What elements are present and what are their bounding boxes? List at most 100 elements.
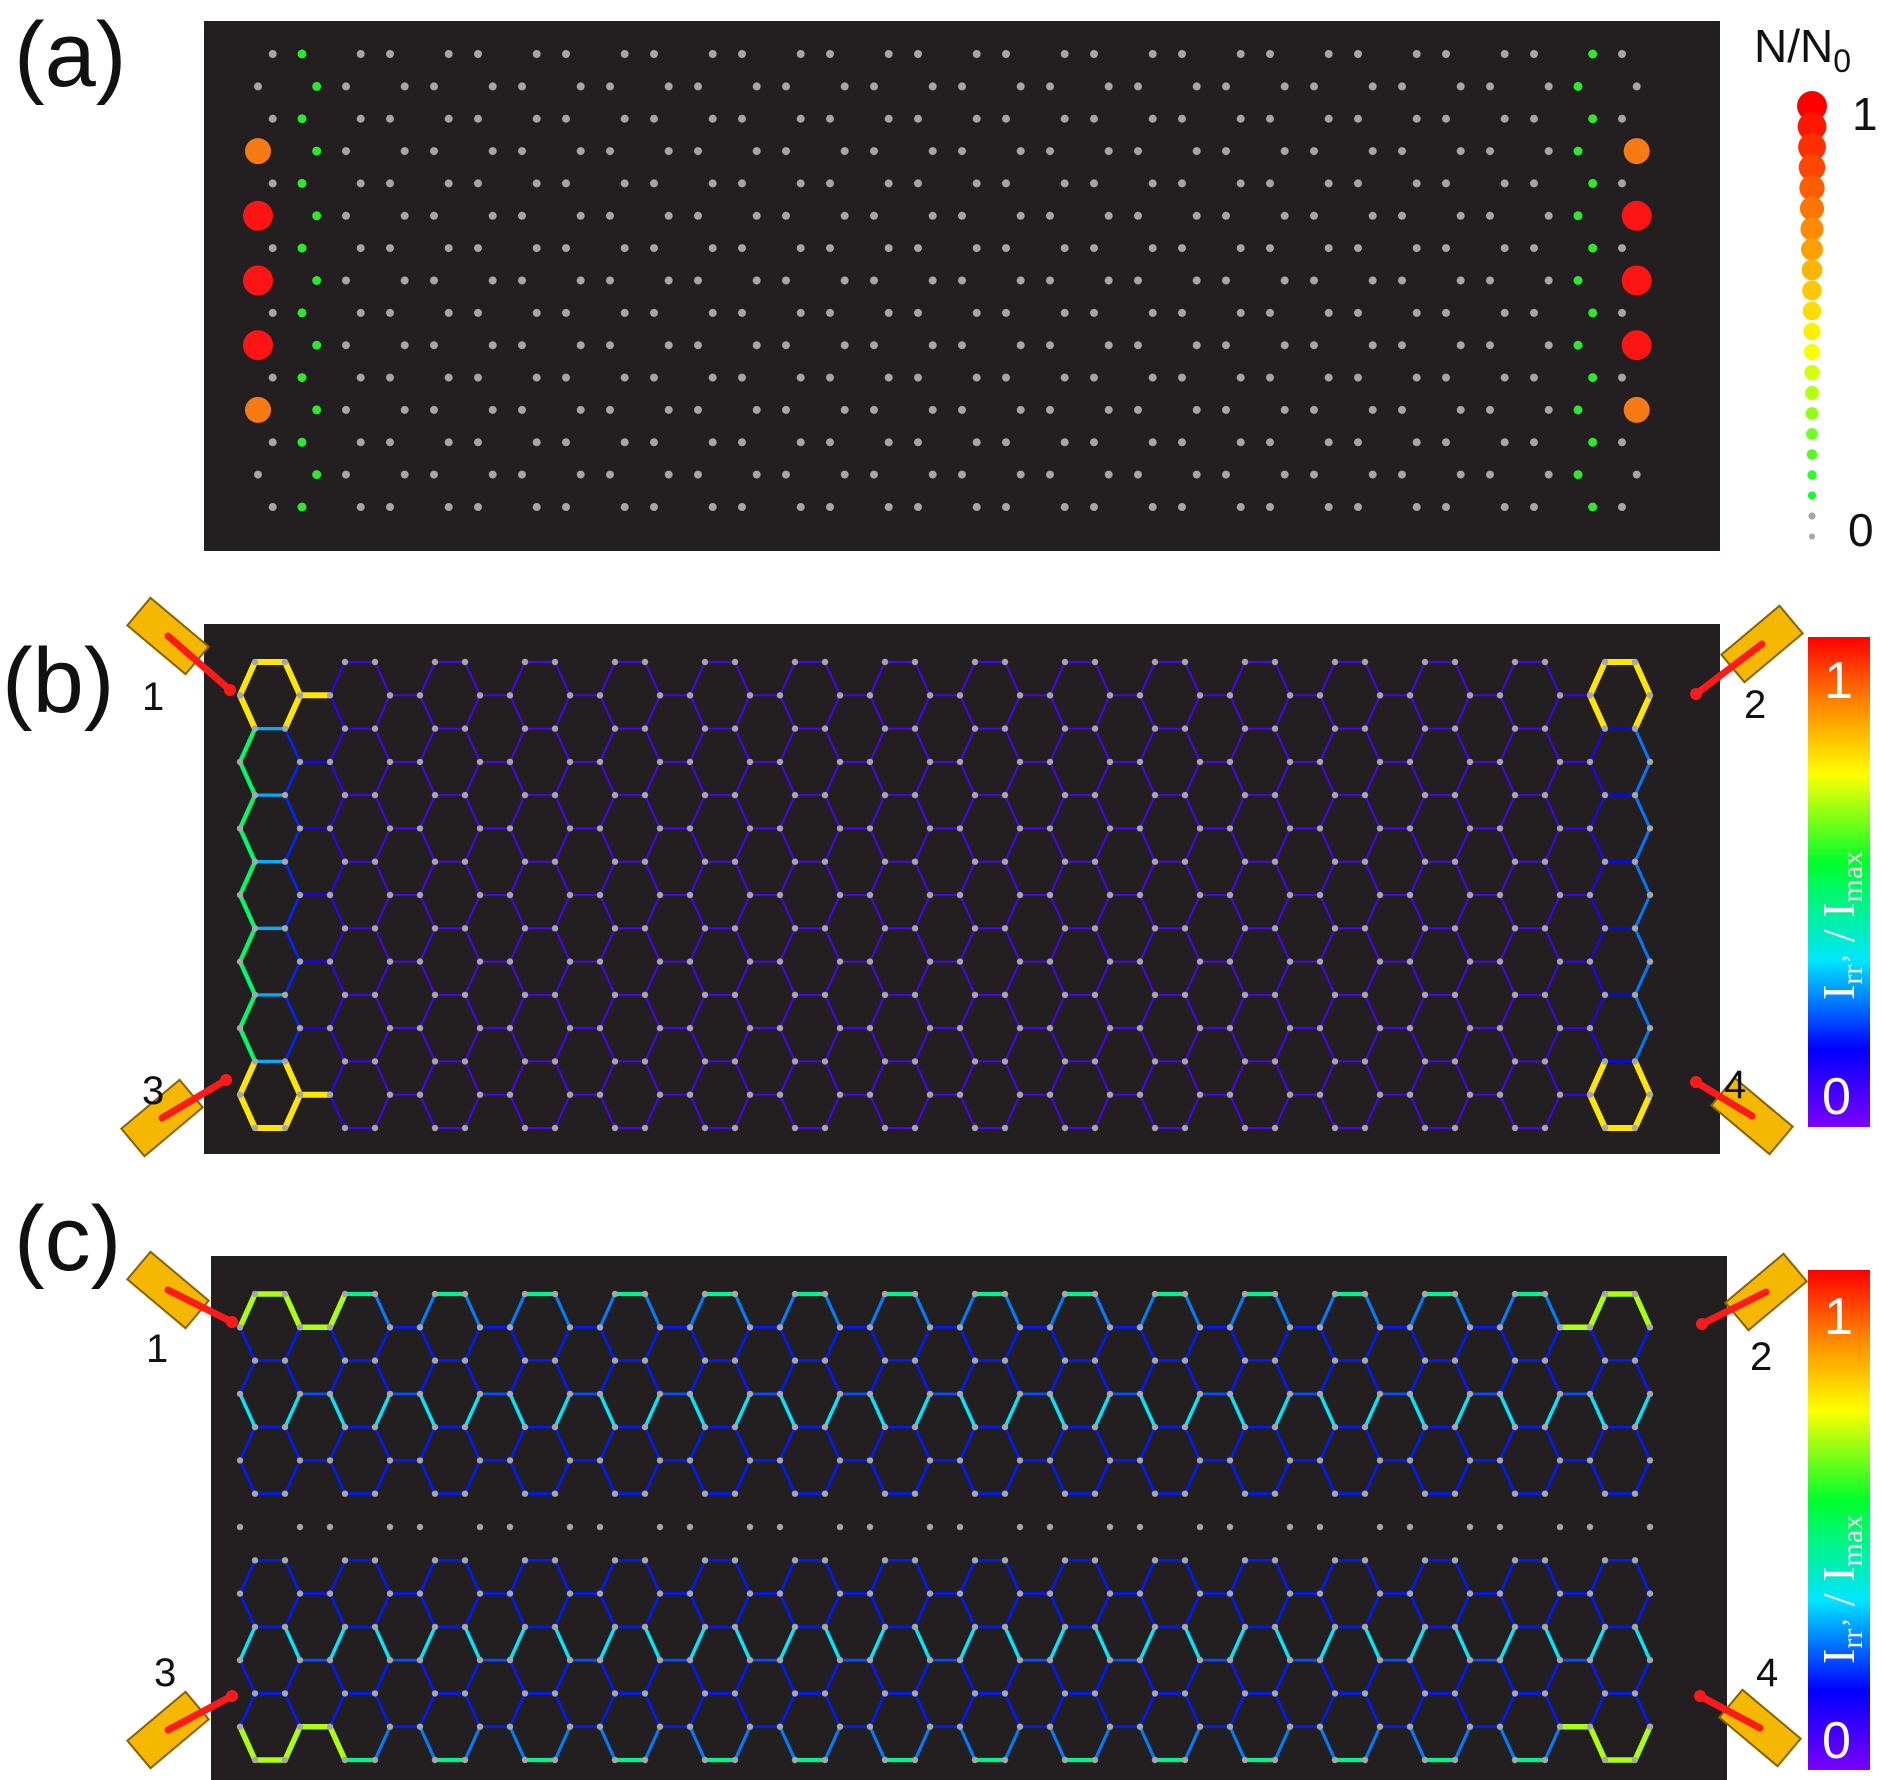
lattice-site <box>1618 503 1626 511</box>
current-bond <box>1633 1559 1652 1595</box>
lattice-site <box>1556 1590 1564 1597</box>
current-bond <box>1003 1292 1022 1329</box>
lattice-site <box>694 276 702 285</box>
current-bond <box>869 894 886 930</box>
lattice-site <box>1226 758 1234 766</box>
lattice-site <box>1376 1390 1384 1398</box>
lattice-site <box>342 276 350 285</box>
lattice-site <box>521 1690 529 1697</box>
current-bond <box>778 1692 797 1728</box>
occupation-legend: N/N0 1 0 <box>1754 20 1878 556</box>
lattice-site <box>664 405 673 414</box>
current-bond <box>463 1459 482 1495</box>
lattice-site <box>1181 1357 1189 1364</box>
lattice-site <box>1406 825 1414 832</box>
current-bond <box>283 760 302 797</box>
lattice-site <box>444 373 453 382</box>
lattice-site <box>1398 147 1406 156</box>
current-bond <box>779 1060 796 1096</box>
lattice-site <box>326 891 334 899</box>
lattice-site <box>958 341 966 350</box>
current-bond <box>1184 1060 1201 1096</box>
current-bond <box>688 1425 707 1462</box>
lattice-site <box>641 991 649 999</box>
current-bond <box>1364 860 1381 896</box>
colorbar-gradient <box>1808 1270 1870 1770</box>
lattice-site <box>576 470 585 479</box>
lattice-site <box>821 858 829 865</box>
current-bond <box>1093 1359 1112 1396</box>
current-bond <box>1409 827 1426 863</box>
lattice-site <box>1601 858 1609 865</box>
lattice-site <box>1061 1423 1069 1431</box>
current-bond <box>1229 827 1246 863</box>
lattice-site <box>431 1490 439 1497</box>
lattice-site <box>1196 692 1204 699</box>
current-bond <box>599 1093 616 1129</box>
current-bond <box>1004 794 1021 830</box>
lattice-site <box>386 1091 394 1098</box>
lattice-site <box>1544 211 1553 220</box>
lattice-site <box>1406 958 1414 965</box>
current-bond <box>823 1559 842 1595</box>
lattice-site <box>928 405 937 414</box>
lattice-site <box>1148 179 1157 188</box>
lattice-site <box>821 1290 829 1298</box>
current-bond <box>824 960 841 996</box>
current-bond <box>283 1658 302 1695</box>
lattice-site <box>1091 1557 1099 1564</box>
lattice-site <box>884 503 893 511</box>
lattice-site <box>881 925 889 932</box>
current-bond <box>1229 960 1246 996</box>
lattice-site <box>1573 211 1583 221</box>
lattice-site <box>297 243 307 253</box>
lattice-site <box>1016 341 1025 350</box>
lattice-site <box>1001 991 1009 999</box>
lattice-site <box>1496 1390 1504 1398</box>
current-bond <box>553 1725 572 1762</box>
lattice-site <box>1331 991 1339 999</box>
current-bond <box>1228 1359 1247 1396</box>
lattice-site <box>881 1423 889 1431</box>
lattice-site <box>1226 958 1234 965</box>
lattice-site <box>641 1423 649 1431</box>
lattice-site <box>956 958 964 965</box>
lattice-site <box>326 1091 334 1098</box>
lattice-site <box>1091 1124 1099 1132</box>
lattice-site <box>1196 1723 1204 1730</box>
current-bond <box>1318 1425 1337 1462</box>
lattice-site <box>1266 244 1274 253</box>
lattice-site <box>1573 146 1583 156</box>
lattice-site <box>701 1557 709 1564</box>
lattice-site <box>386 50 394 58</box>
lattice-site <box>1001 1423 1009 1431</box>
current-bond <box>508 1625 527 1662</box>
lattice-site <box>488 147 497 156</box>
lattice-site <box>236 758 244 766</box>
lattice-site <box>1324 308 1333 317</box>
lattice-site <box>1181 1290 1189 1298</box>
lattice-site <box>296 1390 304 1398</box>
current-bond <box>418 1658 437 1695</box>
lattice-site <box>461 1124 469 1132</box>
lattice-site <box>641 1290 649 1298</box>
lattice-site <box>296 1590 304 1597</box>
lattice-site <box>1151 1290 1159 1298</box>
lattice-site <box>1151 1058 1159 1065</box>
lattice-site <box>1601 1623 1609 1631</box>
lattice-site <box>821 1124 829 1132</box>
lattice-site <box>881 1756 889 1764</box>
lattice-site <box>972 244 981 253</box>
lattice-site <box>1106 958 1114 965</box>
lattice-site <box>611 725 619 732</box>
current-bond <box>1273 1658 1292 1695</box>
lattice-site <box>1316 1523 1324 1531</box>
lattice-site <box>656 958 664 965</box>
lattice-site <box>532 50 541 58</box>
lattice-site <box>431 1623 439 1631</box>
current-bond <box>1633 1326 1652 1362</box>
current-bond <box>914 794 931 830</box>
lattice-site <box>1541 1557 1549 1564</box>
lattice-site <box>1061 991 1069 999</box>
lattice-site <box>1090 244 1098 253</box>
